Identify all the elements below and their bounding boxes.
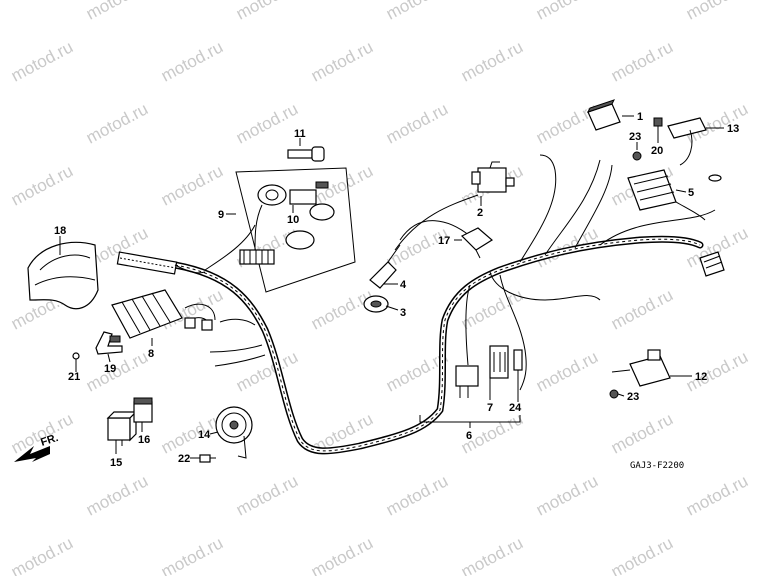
- watermark-text: motod.ru: [0, 471, 1, 519]
- watermark-text: motod.ru: [308, 533, 376, 576]
- watermark-text: motod.ru: [233, 347, 301, 395]
- watermark-text: motod.ru: [308, 37, 376, 85]
- part-21-bolt: [72, 352, 80, 370]
- watermark-text: motod.ru: [608, 37, 676, 85]
- watermark-text: motod.ru: [83, 0, 151, 24]
- diagram-code: GAJ3-F2200: [630, 461, 684, 471]
- watermark-text: motod.ru: [233, 99, 301, 147]
- part-5-cdi-unit: [627, 169, 706, 221]
- part-20-bolt: [653, 117, 663, 135]
- watermark-text: motod.ru: [158, 161, 226, 209]
- part-19-bracket: [95, 331, 123, 355]
- callout-4: 4: [400, 279, 407, 291]
- main-wire-harness: [171, 154, 716, 455]
- watermark-text: motod.ru: [8, 37, 76, 85]
- callout-7: 7: [487, 402, 493, 414]
- callout-14: 14: [198, 429, 211, 441]
- watermark-text: motod.ru: [608, 409, 676, 457]
- part-24-fuse: [513, 349, 523, 395]
- part-11-key: [287, 146, 325, 162]
- watermark-text: motod.ru: [683, 471, 751, 519]
- watermark-text: motod.ru: [533, 471, 601, 519]
- callout-23-lower: 23: [627, 391, 639, 403]
- watermark-text: motod.ru: [0, 347, 1, 395]
- part-13-sensor: [667, 117, 722, 182]
- watermark-text: motod.ru: [8, 161, 76, 209]
- callout-labels: 1 2 3 4 5 6 7 8 9 10 11 12 13 14 15 16 1…: [54, 111, 739, 469]
- callout-10: 10: [287, 214, 299, 226]
- watermark-text: motod.ru: [533, 0, 601, 24]
- part-23-bolt-upper: [632, 151, 642, 161]
- callout-22: 22: [178, 453, 190, 465]
- watermark-text: motod.ru: [608, 285, 676, 333]
- watermark-text: motod.ru: [458, 533, 526, 576]
- part-22-bolt: [199, 454, 216, 463]
- watermark-text: motod.ru: [683, 0, 751, 24]
- harness-lower-connector: [455, 365, 479, 398]
- part-9-ignition-assembly: [235, 167, 356, 293]
- part-14-horn: [215, 406, 253, 459]
- callout-3: 3: [400, 307, 406, 319]
- right-end-connector: [699, 251, 725, 277]
- part-2-ignition-coil: [471, 161, 515, 193]
- watermark-text: motod.ru: [608, 533, 676, 576]
- front-direction-label: FR.: [39, 432, 60, 449]
- watermark-text: motod.ru: [308, 285, 376, 333]
- callout-9: 9: [218, 209, 224, 221]
- watermark-text: motod.ru: [458, 37, 526, 85]
- callout-17: 17: [438, 235, 450, 247]
- part-18-cover: [27, 240, 99, 310]
- watermark-text: motod.ru: [0, 223, 1, 271]
- part-3-seal: [363, 295, 389, 313]
- callout-8: 8: [148, 348, 154, 360]
- part-1-fuse-box: [587, 99, 621, 131]
- watermark-text: motod.ru: [83, 99, 151, 147]
- watermark-text: motod.ru: [683, 347, 751, 395]
- part-7-connector: [489, 345, 509, 379]
- front-direction-arrow: FR.: [14, 432, 60, 462]
- callout-2: 2: [477, 207, 483, 219]
- part-12-relay: [611, 349, 671, 387]
- watermark-text: motod.ru: [383, 0, 451, 24]
- callout-19: 19: [104, 363, 116, 375]
- part-17-relay: [460, 227, 494, 259]
- callout-23-upper: 23: [629, 131, 641, 143]
- watermark-text: motod.ru: [158, 37, 226, 85]
- watermark-text: motod.ru: [233, 0, 301, 24]
- watermark-text: motod.ru: [533, 99, 601, 147]
- watermark-text: motod.ru: [533, 347, 601, 395]
- callout-6: 6: [466, 430, 472, 442]
- watermark-text: motod.ru: [0, 0, 1, 24]
- watermark-text: motod.ru: [233, 471, 301, 519]
- part-15-relay: [106, 410, 138, 446]
- callout-1: 1: [637, 111, 643, 123]
- part-23-bolt-lower: [609, 389, 619, 399]
- callout-21: 21: [68, 371, 80, 383]
- watermark-text: motod.ru: [0, 99, 1, 147]
- callout-12: 12: [695, 371, 707, 383]
- watermark-text: motod.ru: [158, 409, 226, 457]
- callout-11: 11: [294, 128, 306, 140]
- part-8-regulator: [111, 251, 216, 339]
- watermark-text: motod.ru: [83, 347, 151, 395]
- callout-13: 13: [727, 123, 739, 135]
- callout-18: 18: [54, 225, 66, 237]
- callout-16: 16: [138, 434, 150, 446]
- watermark-text: motod.ru: [158, 533, 226, 576]
- callout-20: 20: [651, 145, 663, 157]
- callout-5: 5: [688, 187, 694, 199]
- watermark-text: motod.ru: [8, 533, 76, 576]
- watermark-text: motod.ru: [383, 471, 451, 519]
- watermark-text: motod.ru: [383, 223, 451, 271]
- leader-lines: [59, 115, 724, 459]
- part-16-relay: [133, 397, 153, 423]
- callout-24: 24: [509, 402, 522, 414]
- watermark-text: motod.ru: [383, 99, 451, 147]
- callout-15: 15: [110, 457, 122, 469]
- part-4-plug-cap: [369, 244, 401, 289]
- watermark-text: motod.ru: [83, 471, 151, 519]
